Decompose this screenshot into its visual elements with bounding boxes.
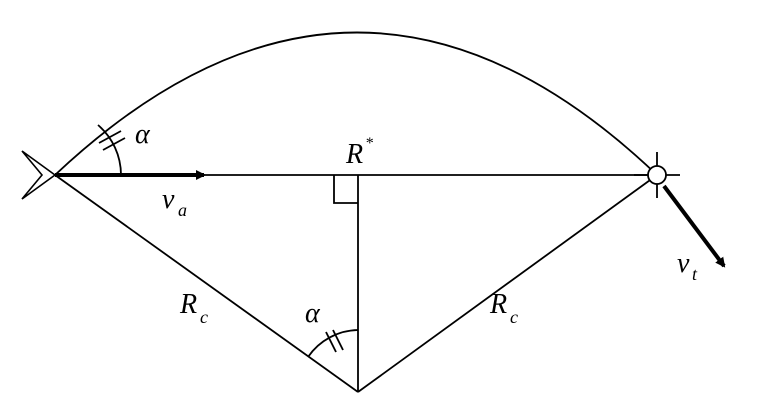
v-t-label: v	[677, 248, 690, 279]
target-icon	[647, 165, 667, 185]
v-a-label: v	[162, 184, 175, 215]
alpha-arc-bottom	[307, 329, 359, 358]
interceptor-icon	[21, 150, 57, 200]
alpha-label-bottom: α	[305, 298, 321, 329]
r-star-label: R	[345, 139, 363, 170]
alpha-tick-bottom-1	[325, 331, 337, 353]
radius-right-line	[357, 174, 658, 393]
velocity-t-arrow	[662, 184, 726, 268]
r-c-right-subscript: c	[510, 307, 518, 327]
alpha-arc-top	[97, 124, 122, 176]
r-c-left-label: R	[179, 289, 197, 320]
v-a-subscript: a	[178, 200, 187, 220]
right-angle-marker	[333, 175, 358, 204]
alpha-tick-top-2	[102, 137, 126, 151]
trajectory-arc	[54, 31, 658, 176]
alpha-tick-top-1	[98, 130, 122, 144]
v-t-subscript: t	[692, 264, 698, 284]
alpha-tick-bottom-2	[332, 329, 344, 351]
radius-left-line	[54, 174, 359, 393]
r-star-superscript: *	[365, 135, 373, 152]
r-c-right-label: R	[489, 289, 507, 320]
alpha-label-top: α	[135, 119, 151, 150]
r-c-left-subscript: c	[200, 307, 208, 327]
